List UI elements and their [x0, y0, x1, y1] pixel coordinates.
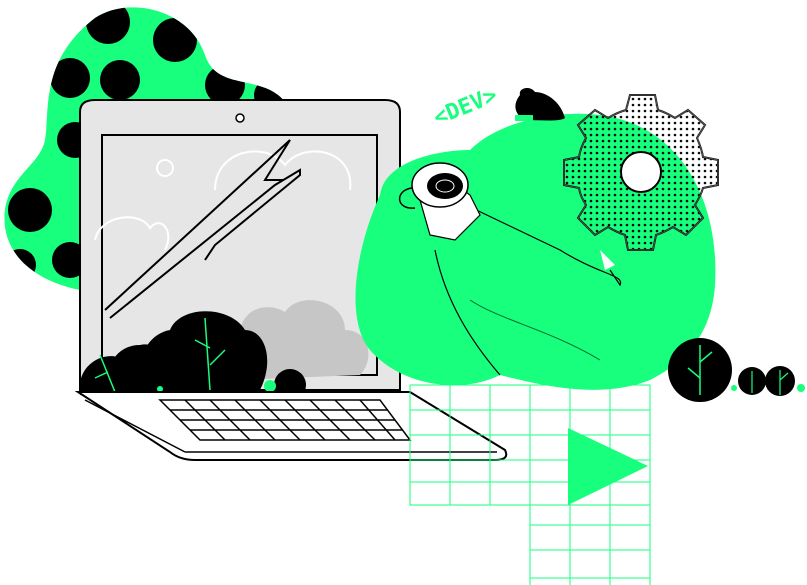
lightning-bolt-icon: [104, 139, 301, 319]
gear-icon: [563, 94, 719, 251]
dev-tag-label: <DEV>: [430, 83, 501, 131]
webcam-icon: [235, 113, 245, 123]
laptop: [74, 99, 508, 461]
play-triangle-icon: [568, 428, 648, 505]
right-bushes: [668, 338, 805, 402]
